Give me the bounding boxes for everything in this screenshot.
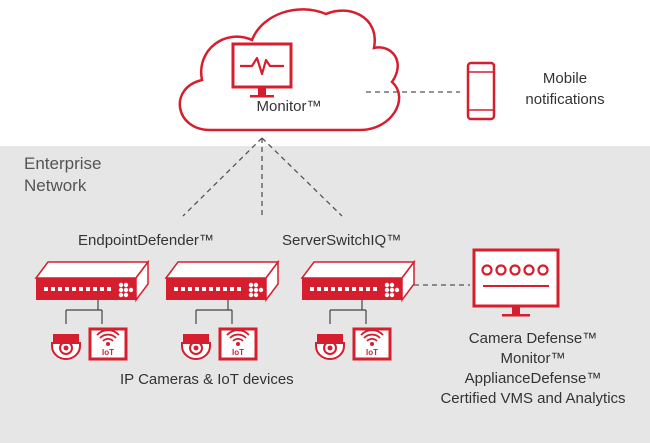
- enterprise-network-label: Enterprise Network: [24, 153, 101, 197]
- iot-device-icon: IoT: [352, 327, 392, 361]
- serverswitch-label: ServerSwitchIQ™: [282, 232, 402, 249]
- smartphone-icon: [466, 61, 496, 121]
- mobile-label-line1: Mobile: [542, 70, 588, 87]
- iot-devices-caption: IP Cameras & IoT devices: [120, 371, 294, 388]
- mobile-label-line2: notifications: [525, 91, 605, 108]
- vms-monitor-icon: [472, 248, 560, 317]
- camera-icon: [181, 333, 211, 360]
- camera-icon: [315, 333, 345, 360]
- svg-text:IoT: IoT: [102, 348, 114, 357]
- svg-text:IoT: IoT: [232, 348, 244, 357]
- endpoint-defender-label: EndpointDefender™: [78, 232, 214, 249]
- serverswitch-switch: [301, 261, 415, 301]
- enterprise-label-line2: Network: [24, 176, 87, 195]
- vms-label-line3: ApplianceDefense™: [464, 370, 602, 387]
- vms-label-line1: Camera Defense™: [468, 330, 598, 347]
- vms-label: Camera Defense™ Monitor™ ApplianceDefens…: [418, 329, 648, 409]
- monitor-heartbeat-icon: [231, 42, 293, 98]
- camera-icon: [51, 333, 81, 360]
- endpoint-defender-switch-2: [165, 261, 279, 301]
- iot-device-icon: IoT: [218, 327, 258, 361]
- enterprise-label-line1: Enterprise: [24, 154, 102, 173]
- mobile-notifications-label: Mobile notifications: [500, 68, 630, 110]
- svg-text:IoT: IoT: [366, 348, 378, 357]
- vms-label-line2: Monitor™: [500, 350, 566, 367]
- iot-device-icon: IoT: [88, 327, 128, 361]
- cloud-monitor-label: Monitor™: [256, 98, 322, 115]
- cloud-to-device-links: [182, 137, 343, 217]
- vms-label-line4: Certified VMS and Analytics: [440, 390, 626, 407]
- endpoint-defender-switch-1: [35, 261, 149, 301]
